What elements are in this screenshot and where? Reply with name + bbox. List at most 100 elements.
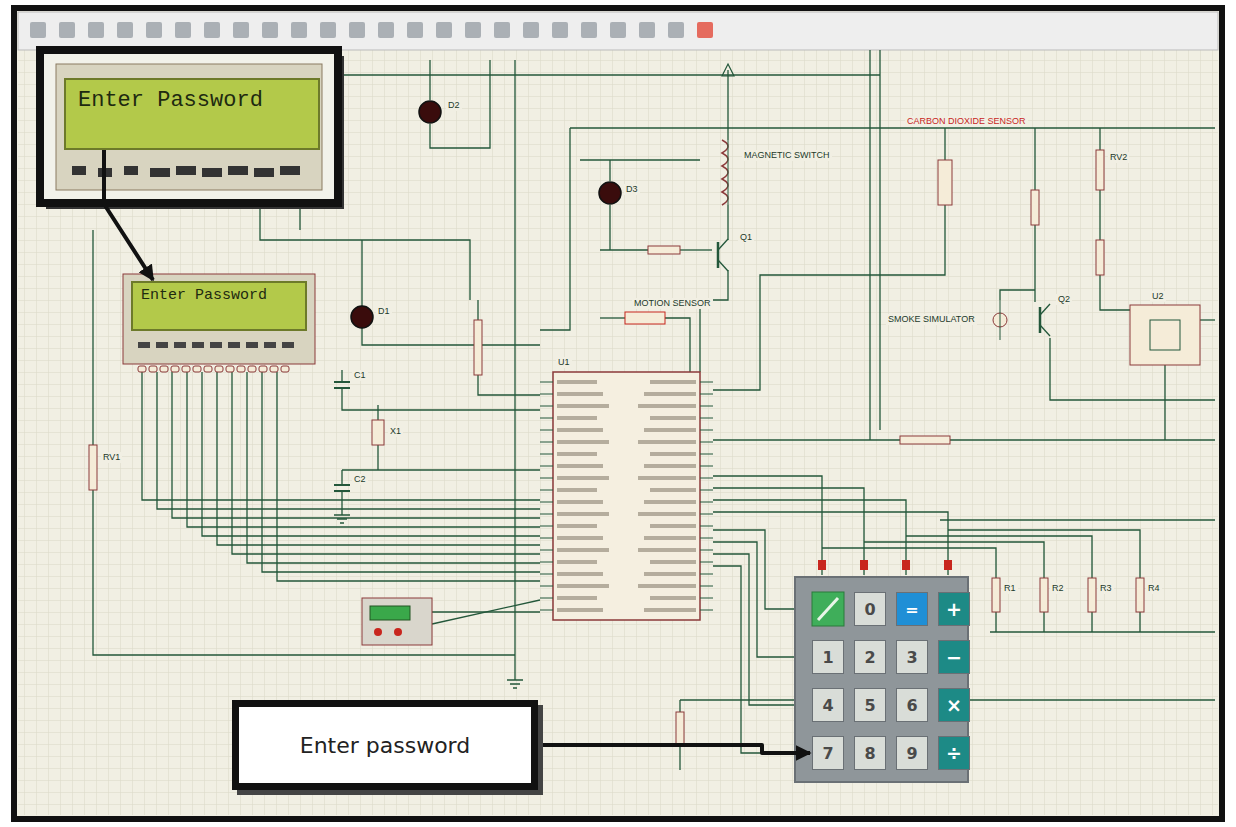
- lcd-pin-mark: [228, 166, 248, 175]
- toolbar-icon: [146, 22, 162, 38]
- resistor-symbol: [474, 320, 482, 375]
- wire: [1000, 290, 1035, 300]
- callout-arrow: [104, 150, 153, 280]
- keypad-key: +: [938, 592, 970, 626]
- part-reference: R2: [1050, 583, 1066, 594]
- pin-name-mark: [644, 572, 696, 576]
- sensor-switch-symbol: [938, 160, 952, 205]
- keypad-key: 3: [896, 640, 928, 674]
- wire: [950, 439, 1215, 440]
- pin-name-mark: [638, 584, 696, 588]
- lcd-pin-mark: [202, 168, 222, 177]
- keypad-key: 0: [854, 592, 886, 626]
- wire: [477, 300, 478, 320]
- keypad-pin: [902, 560, 910, 570]
- pin-name-mark: [557, 440, 609, 444]
- pin-stub: [700, 394, 713, 395]
- capacitor-symbol: [334, 381, 350, 383]
- wire: [430, 60, 490, 148]
- transistor-symbol: [718, 239, 728, 250]
- wire: [679, 745, 680, 770]
- transistor-symbol: [1040, 304, 1050, 315]
- zoom-callout-frame: [40, 50, 338, 203]
- pin-name-mark: [650, 488, 696, 492]
- wire: [540, 128, 570, 330]
- pin-stub: [700, 442, 713, 443]
- wire: [362, 328, 540, 345]
- node-text: 5: [864, 696, 875, 715]
- lcd-pin-mark: [246, 342, 258, 348]
- keypad-key: ×: [938, 688, 970, 722]
- pin-name-mark: [557, 572, 603, 576]
- pin-name-mark: [644, 608, 696, 612]
- lcd-pin: [182, 366, 190, 372]
- ground-symbol: [334, 514, 350, 516]
- resistor-symbol: [1031, 190, 1039, 225]
- wire: [713, 476, 822, 575]
- lcd-pin: [204, 366, 212, 372]
- toolbar-icon: [233, 22, 249, 38]
- lcd-pin-mark: [150, 168, 170, 177]
- lcd-pin: [138, 366, 146, 372]
- wire: [232, 372, 540, 554]
- part-reference: R4: [1146, 583, 1162, 594]
- keypad-key: 6: [896, 688, 928, 722]
- pin-stub: [540, 550, 553, 551]
- pin-name-mark: [650, 596, 696, 600]
- capacitor-symbol: [334, 387, 350, 389]
- led-symbol: [351, 306, 373, 328]
- wire: [172, 372, 540, 518]
- wire: [1099, 128, 1100, 150]
- part-reference: Q2: [1056, 294, 1072, 305]
- pin-name-mark: [557, 428, 603, 432]
- node-text: 6: [906, 696, 917, 715]
- keypad-key: 1: [812, 640, 844, 674]
- wire: [713, 566, 795, 753]
- lcd-pin: [149, 366, 157, 372]
- keypad-pin: [860, 560, 868, 570]
- wire: [990, 631, 1215, 632]
- lcd-bezel: [123, 274, 315, 364]
- lcd-pin-mark: [280, 166, 300, 175]
- pin-stub: [700, 454, 713, 455]
- toolbar-icon: [407, 22, 423, 38]
- wire: [713, 512, 948, 575]
- lcd-pin: [270, 366, 278, 372]
- pin-name-mark: [557, 536, 603, 540]
- pin-stub: [540, 478, 553, 479]
- transistor-symbol: [1039, 307, 1042, 333]
- lcd-pin: [160, 366, 168, 372]
- callout-shadow: [46, 56, 344, 209]
- component-label: MOTION SENSOR: [632, 298, 713, 309]
- wire: [250, 74, 880, 75]
- toolbar: [18, 12, 1218, 50]
- pin-stub: [700, 598, 713, 599]
- part-reference: R3: [1098, 583, 1114, 594]
- keypad-key: 2: [854, 640, 886, 674]
- wire: [377, 405, 378, 420]
- led-symbol: [419, 101, 441, 123]
- power-symbol: [722, 64, 734, 76]
- resistor-symbol: [1040, 578, 1048, 612]
- node-text: 0: [864, 600, 875, 619]
- on-clear-key-icon: [818, 598, 838, 620]
- wire: [906, 536, 1092, 578]
- wire: [217, 372, 540, 545]
- wire: [609, 205, 610, 250]
- wire: [341, 470, 342, 484]
- wire: [1034, 128, 1035, 190]
- pin-stub: [540, 490, 553, 491]
- toolbar-icon: [262, 22, 278, 38]
- pin-stub: [540, 598, 553, 599]
- pin-name-mark: [644, 428, 696, 432]
- node-text: 4: [822, 696, 833, 715]
- pin-stub: [540, 382, 553, 383]
- toolbar-icon: [88, 22, 104, 38]
- pin-stub: [540, 538, 553, 539]
- lcd-pin-mark: [72, 166, 86, 175]
- wire: [341, 370, 342, 381]
- part-reference: D2: [446, 100, 462, 111]
- pin-name-mark: [557, 608, 603, 612]
- toolbar-icon: [581, 22, 597, 38]
- wire: [600, 317, 625, 318]
